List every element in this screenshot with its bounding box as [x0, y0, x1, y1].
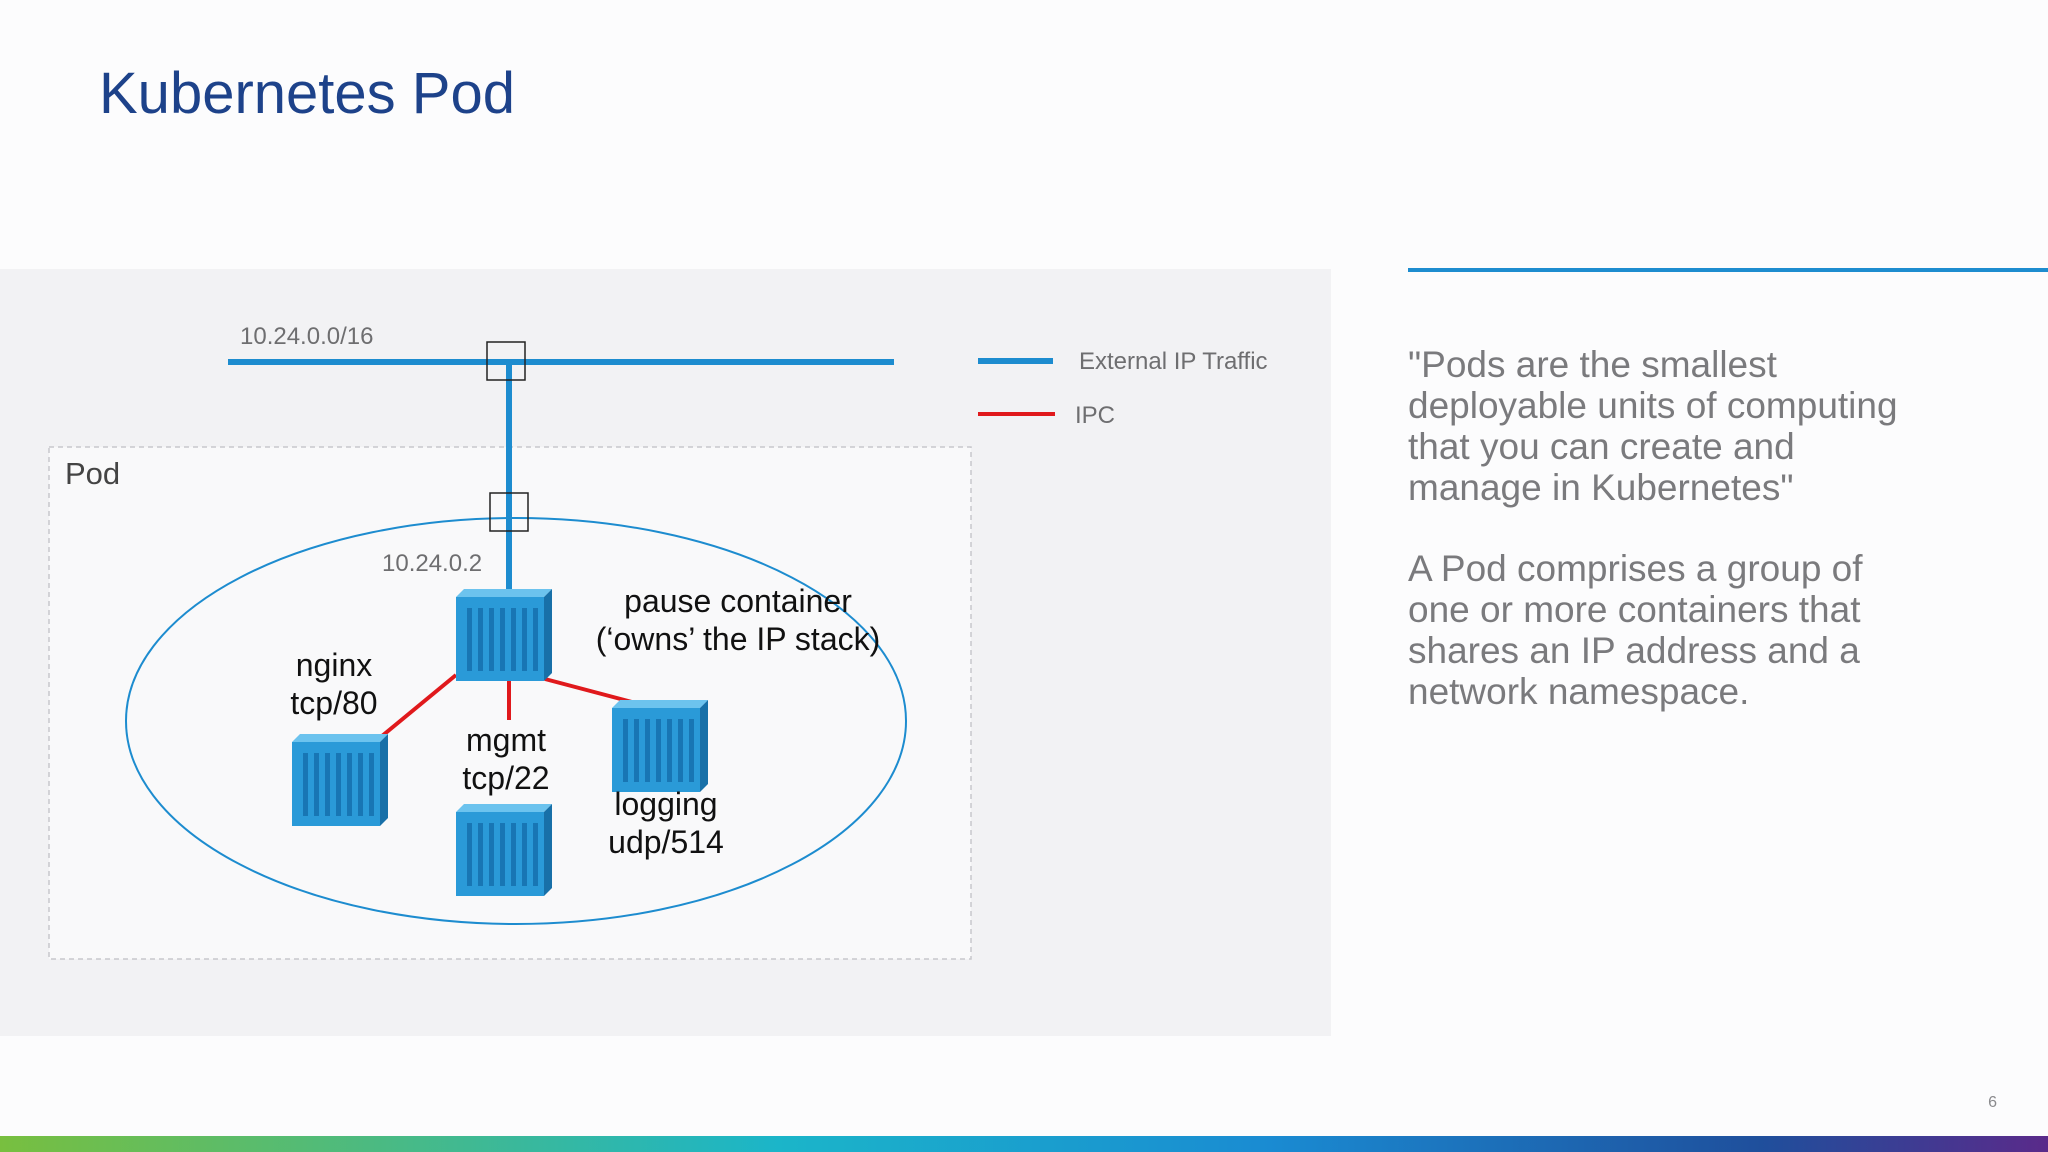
pod-description: A Pod comprises a group of one or more c… — [1408, 548, 1863, 712]
logging-container-icon — [612, 700, 708, 792]
mgmt-port: tcp/22 — [462, 760, 549, 796]
pause-container-note: (‘owns’ the IP stack) — [596, 621, 881, 657]
mgmt-label: mgmt — [466, 722, 546, 758]
network-interface-icon — [486, 341, 526, 381]
ipc-line-logging — [544, 677, 633, 704]
pod-definition-quote: "Pods are the smallest deployable units … — [1408, 344, 1898, 508]
logging-label: logging — [614, 786, 717, 822]
pod-diagram-svg: Pod 10.24.0.0/16 10.24.0.2 pause contain… — [48, 323, 1268, 960]
pause-container-label: pause container — [624, 583, 852, 619]
nginx-port: tcp/80 — [290, 685, 377, 721]
legend-external-label: External IP Traffic — [1079, 348, 1268, 375]
mgmt-container-icon — [456, 804, 552, 896]
brand-gradient-bar — [0, 1136, 2048, 1152]
legend-ipc-label: IPC — [1075, 402, 1115, 429]
pod-label: Pod — [65, 456, 120, 491]
ipc-line-nginx — [380, 673, 458, 738]
pod-network-ellipse — [125, 517, 907, 925]
pod-ip-label: 10.24.0.2 — [382, 550, 482, 577]
pause-container-icon — [456, 589, 552, 681]
slide-title: Kubernetes Pod — [99, 61, 515, 126]
logging-port: udp/514 — [608, 824, 724, 860]
pod-interface-icon — [489, 492, 529, 532]
nginx-container-icon — [292, 734, 388, 826]
side-divider — [1408, 268, 2048, 272]
pod-diagram: Pod 10.24.0.0/16 10.24.0.2 pause contain… — [0, 269, 1331, 1036]
page-number: 6 — [1988, 1094, 1997, 1111]
nginx-label: nginx — [296, 647, 373, 683]
network-cidr-label: 10.24.0.0/16 — [240, 323, 373, 350]
